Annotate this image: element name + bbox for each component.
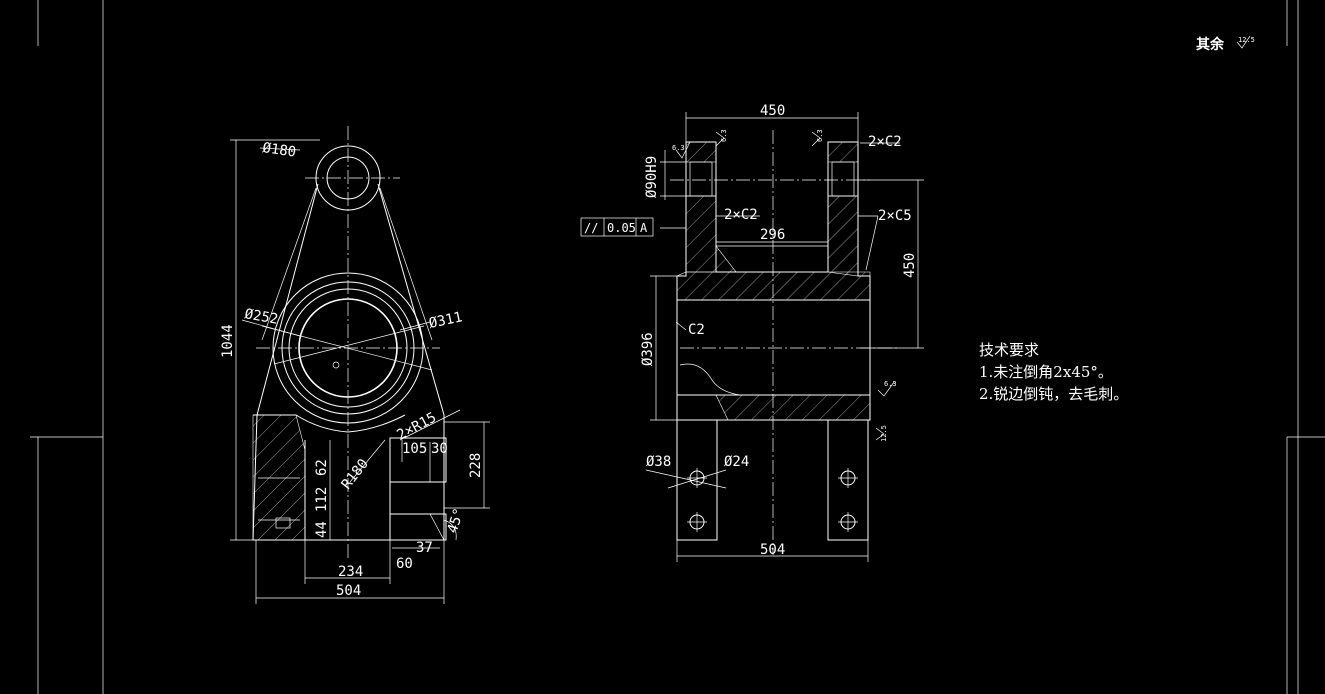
left-view [230,126,490,604]
dim-2xc5: 2×C5 [878,208,912,224]
dim-45deg: 45° [445,506,468,535]
drawing-frame [30,0,1325,694]
roughness-value-1: 6.3 [672,144,685,152]
roughness-value-3: 6.3 [816,129,824,142]
right-view-dimensions: 450 2×C2 2×C2 2×C5 296 450 Ø90H9 // 0.05… [584,103,918,558]
dim-60: 60 [396,556,413,572]
roughness-value-5: 12.5 [880,425,888,442]
dim-450-top: 450 [760,103,785,119]
corner-roughness-value: 12.5 [1238,36,1255,44]
dim-234: 234 [338,564,363,580]
dim-d252: Ø252 [243,306,279,328]
dim-44: 44 [314,521,330,538]
dim-62: 62 [314,459,330,476]
dim-2xc2-top: 2×C2 [868,134,902,150]
dim-d90h9: Ø90H9 [644,156,660,198]
dim-450-side: 450 [902,253,918,278]
roughness-value-4: 6.3 [884,380,897,388]
dim-30: 30 [431,441,448,457]
dim-d396: Ø396 [640,332,656,366]
dim-2xc2-mid: 2×C2 [724,207,758,223]
dim-d180: Ø180 [261,140,297,161]
tolerance-datum: A [640,221,648,235]
tolerance-symbol: // [584,221,598,235]
dim-504-left: 504 [336,583,361,599]
technical-notes: 技术要求 1.未注倒角2x45°。 2.锐边倒钝，去毛刺。 [979,341,1128,403]
dim-d38: Ø38 [646,454,671,470]
tolerance-value: 0.05 [607,221,636,235]
dim-112: 112 [314,487,330,512]
dim-c2: C2 [688,322,705,338]
dim-37: 37 [416,540,433,556]
notes-line-2: 2.锐边倒钝，去毛刺。 [979,385,1128,403]
dim-1044: 1044 [220,324,236,358]
dim-d24: Ø24 [724,454,749,470]
right-view [580,35,1251,562]
dim-504-right: 504 [760,542,785,558]
dim-228: 228 [468,453,484,478]
surface-finish-corner: 其余 12.5 [1196,36,1255,53]
notes-heading: 技术要求 [979,341,1039,359]
corner-label: 其余 [1196,36,1225,53]
dim-105: 105 [402,441,427,457]
dim-d311: Ø311 [428,309,464,332]
notes-line-1: 1.未注倒角2x45°。 [979,363,1113,381]
dim-296: 296 [760,227,785,243]
roughness-value-2: 6.3 [720,129,728,142]
